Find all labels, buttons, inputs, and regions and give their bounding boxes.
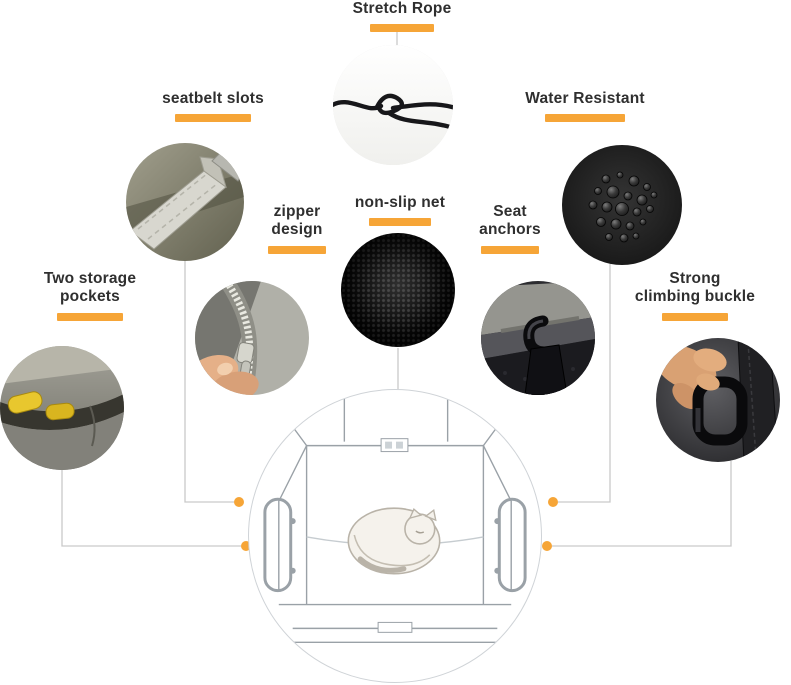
seatbelt-strap-graphic <box>126 143 244 261</box>
feature-zipper-design: zipper design <box>247 203 347 254</box>
accent-underline-zipper-design <box>268 245 326 254</box>
connector-strong-climbing-buckle <box>552 461 732 547</box>
product-illustration <box>248 389 542 683</box>
feature-water-resistant: Water Resistant <box>500 90 670 123</box>
feature-strong-climbing-buckle: Strong climbing buckle <box>610 270 780 321</box>
photo-seat-anchors <box>481 281 595 395</box>
pet-hammock-line-drawing <box>263 397 527 643</box>
accent-underline-two-storage-pockets <box>57 312 123 321</box>
photo-strong-climbing-buckle <box>656 338 780 462</box>
accent-underline-non-slip-net <box>369 218 431 227</box>
accent-underline-strong-climbing-buckle <box>662 312 728 321</box>
feature-two-storage-pockets: Two storage pockets <box>15 270 165 321</box>
accent-underline-water-resistant <box>545 114 625 123</box>
feature-label-seat-anchors: Seat anchors <box>479 203 541 239</box>
sleeping-pet-graphic <box>347 507 441 575</box>
seat-anchor-graphic <box>481 281 595 395</box>
feature-label-seatbelt-slots: seatbelt slots <box>162 90 264 107</box>
accent-underline-seatbelt-slots <box>175 114 251 123</box>
climbing-buckle-graphic <box>656 338 780 462</box>
photo-zipper-design <box>195 281 309 395</box>
storage-pockets-graphic <box>0 346 124 470</box>
car-interior-lines <box>263 397 527 643</box>
accent-underline-seat-anchors <box>481 245 539 254</box>
feature-label-water-resistant: Water Resistant <box>525 90 645 107</box>
zipper-graphic <box>195 281 309 395</box>
connector-two-storage-pockets <box>61 470 241 547</box>
feature-label-stretch-rope: Stretch Rope <box>352 0 452 17</box>
stretch-rope-graphic <box>333 45 453 165</box>
feature-label-strong-climbing-buckle: Strong climbing buckle <box>634 270 756 306</box>
photo-stretch-rope <box>333 45 453 165</box>
orange-dot-water <box>548 497 558 507</box>
feature-label-two-storage-pockets: Two storage pockets <box>43 270 137 306</box>
photo-water-resistant <box>562 145 682 265</box>
photo-two-storage-pockets <box>0 346 124 470</box>
water-droplets-graphic <box>562 145 682 265</box>
photo-non-slip-net <box>341 233 455 347</box>
feature-stretch-rope: Stretch Rope <box>317 0 487 33</box>
feature-non-slip-net: non-slip net <box>315 194 485 227</box>
accent-underline-stretch-rope <box>370 24 434 33</box>
photo-seatbelt-slots <box>126 143 244 261</box>
feature-seat-anchors: Seat anchors <box>460 203 560 254</box>
feature-label-non-slip-net: non-slip net <box>354 194 446 211</box>
feature-label-zipper-design: zipper design <box>271 203 323 239</box>
orange-dot-buckle <box>542 541 552 551</box>
feature-seatbelt-slots: seatbelt slots <box>128 90 298 123</box>
orange-dot-seatbelt <box>234 497 244 507</box>
